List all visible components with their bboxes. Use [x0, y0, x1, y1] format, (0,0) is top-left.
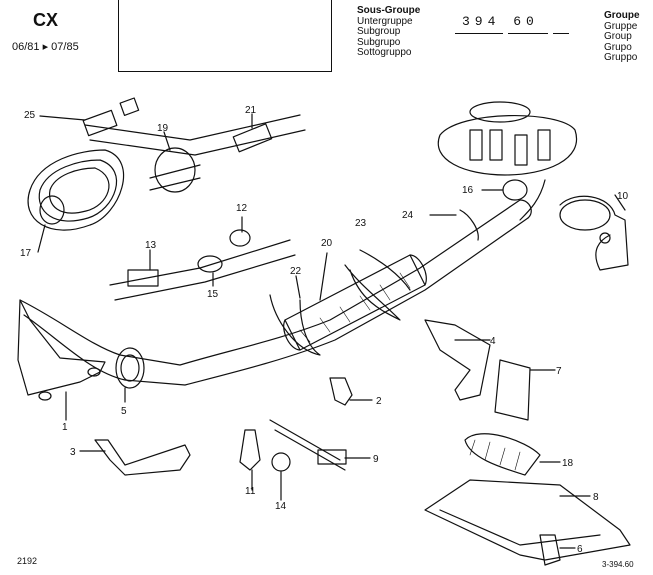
callout-10: 10 [617, 191, 629, 202]
subgroup-label-es: Subgrupo [357, 36, 401, 48]
callout-5: 5 [121, 406, 127, 417]
callout-18: 18 [562, 458, 574, 469]
subgroup-labels: Sous-Groupe Untergruppe Subgroup Subgrup… [357, 5, 421, 59]
clip-13 [127, 269, 159, 287]
model-name: CX [33, 10, 59, 30]
callout-20: 20 [321, 238, 333, 249]
clip-22 [269, 294, 321, 356]
wire-7 [494, 359, 531, 421]
grommet-5 [115, 347, 145, 389]
code-underline-1 [455, 33, 503, 34]
callout-12: 12 [236, 203, 248, 214]
connector-block-16 [437, 114, 578, 176]
callout-21: 21 [245, 105, 257, 116]
bracket-11 [239, 429, 261, 471]
clip-24 [459, 209, 479, 241]
callout-22: 22 [290, 266, 302, 277]
callout-4: 4 [490, 336, 496, 347]
subgroup-code: 394 60 [462, 14, 539, 29]
grommet-19 [154, 147, 196, 193]
main-sheath-lower [23, 217, 529, 386]
callout-11: 11 [245, 486, 256, 497]
reference-code: 3-394.60 [602, 560, 634, 569]
bracket-1 [17, 299, 106, 396]
code-underline-2 [508, 33, 548, 34]
sleeve-21 [232, 123, 273, 153]
clamp-10 [559, 195, 629, 271]
production-dates: 06/81 ▸ 07/85 [12, 41, 79, 53]
callout-23: 23 [355, 218, 367, 229]
sleeve-18 [464, 433, 541, 476]
subgroup-label-de: Untergruppe [357, 15, 413, 27]
clip-12 [229, 229, 251, 247]
guide-4 [424, 319, 491, 401]
subgroup-label-fr: Sous-Groupe [357, 5, 421, 16]
callout-17: 17 [20, 248, 32, 259]
cable-upper-1 [84, 114, 301, 141]
group-label-it: Gruppo [604, 52, 638, 63]
callout-1: 1 [62, 422, 68, 433]
group-label-fr: Groupe [604, 10, 640, 21]
callout-16: 16 [462, 185, 474, 196]
callout-13: 13 [145, 240, 157, 251]
group-labels: Groupe Gruppe Group Grupo Gruppo [604, 10, 640, 64]
group-label-de: Gruppe [604, 20, 638, 32]
rod-9 [269, 419, 341, 461]
clip-6 [539, 534, 561, 566]
main-sheath-upper [19, 199, 521, 366]
clip-15 [197, 255, 223, 273]
code-underline-3 [553, 33, 569, 34]
coil-17 [27, 149, 124, 231]
callout-8: 8 [593, 492, 599, 503]
callout-15: 15 [207, 289, 219, 300]
plate-8 [424, 479, 631, 561]
callout-9: 9 [373, 454, 379, 465]
group-label-es: Grupo [604, 41, 632, 53]
callout-24: 24 [402, 210, 414, 221]
subgroup-label-it: Sottogruppo [357, 47, 412, 58]
callout-25: 25 [24, 110, 36, 121]
bracket-2 [329, 377, 353, 406]
bracket-3 [94, 439, 191, 476]
strap-23 [344, 264, 401, 321]
callout-14: 14 [275, 501, 287, 512]
callout-3: 3 [70, 447, 76, 458]
sheath-end-right [519, 199, 532, 219]
subgroup-label-en: Subgroup [357, 26, 401, 37]
connector-25 [82, 109, 118, 137]
callout-2: 2 [376, 396, 382, 407]
page-number: 2192 [17, 556, 38, 566]
callout-19: 19 [157, 123, 169, 134]
callout-7: 7 [556, 366, 562, 377]
header-box [118, 0, 332, 72]
group-label-en: Group [604, 31, 632, 42]
nut-14 [271, 452, 291, 472]
cable-middle [109, 239, 291, 286]
callout-6: 6 [577, 544, 583, 555]
